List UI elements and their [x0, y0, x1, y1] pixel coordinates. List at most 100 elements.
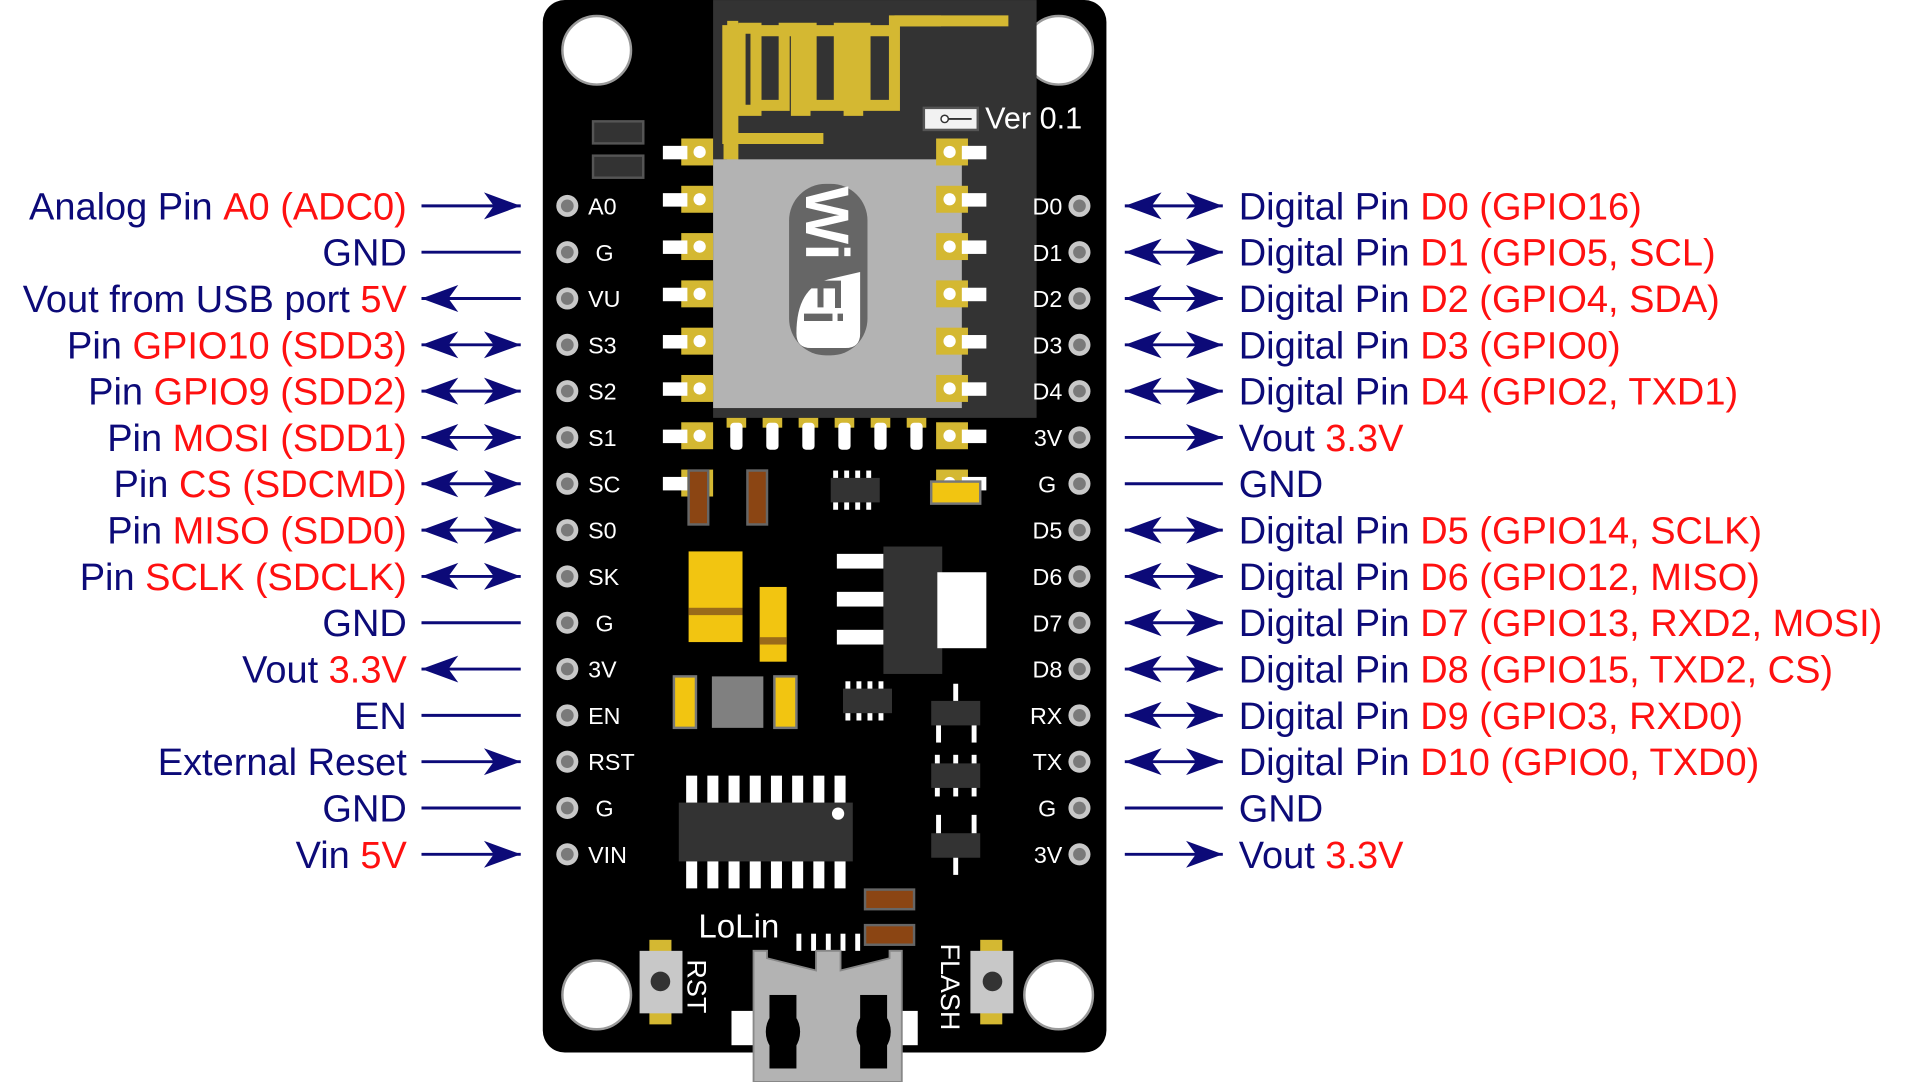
pin-description-highlight: D2 (GPIO4, SDA): [1420, 279, 1720, 321]
brand-label: LoLin: [698, 908, 779, 945]
arrow-left-icon: [1124, 192, 1162, 220]
right-pin-row: Digital Pin D1 (GPIO5, SCL): [1124, 233, 1716, 275]
arrow-left-icon: [421, 331, 459, 359]
mounting-hole-top-left: [561, 14, 633, 86]
pin-description-prefix: Pin: [80, 557, 145, 599]
pin-description-prefix: Digital Pin: [1239, 511, 1420, 553]
pcb-board: Ver 0.1 Wi Fi: [542, 0, 1107, 1082]
smd-component: [672, 675, 698, 730]
pin-description: Digital Pin D0 (GPIO16): [1239, 186, 1642, 228]
pin-description-prefix: GND: [322, 788, 406, 830]
transistor-sot23: [931, 814, 981, 875]
flash-button[interactable]: [970, 939, 1014, 1025]
pin-description-prefix: Vout: [1239, 835, 1326, 877]
pin-description-prefix: GND: [322, 603, 406, 645]
left-pin-row: Pin GPIO9 (SDD2): [88, 372, 521, 414]
pin-description-prefix: Pin: [88, 372, 153, 414]
pin-description-highlight: GPIO10 (SDD3): [132, 325, 406, 367]
pin-description-highlight: MOSI (SDD1): [173, 418, 407, 460]
pin-silkscreen-label: G: [595, 796, 613, 822]
arrow-right-icon: [1186, 655, 1223, 683]
pin-silkscreen-label: D7: [1033, 610, 1063, 636]
arrow-right-icon: [483, 377, 521, 405]
smd-capacitor: [746, 469, 769, 526]
left-pin-row: Pin GPIO10 (SDD3): [67, 325, 521, 367]
pin-description-prefix: Digital Pin: [1239, 742, 1420, 784]
pin-description-prefix: Pin: [107, 418, 172, 460]
arrow-right-icon: [483, 840, 521, 868]
pin-description-prefix: GND: [1239, 788, 1323, 830]
pin-description: Pin GPIO10 (SDD3): [67, 325, 407, 367]
pin-description-prefix: Digital Pin: [1239, 279, 1420, 321]
arrow-left-icon: [421, 470, 459, 498]
pin-description: Digital Pin D3 (GPIO0): [1239, 325, 1621, 367]
pin-description: External Reset: [158, 742, 407, 784]
pin-description-highlight: MISO (SDD0): [173, 511, 407, 553]
pin-description-prefix: Digital Pin: [1239, 233, 1420, 275]
arrow-right-icon: [1186, 516, 1223, 544]
arrow-right-icon: [1186, 748, 1223, 776]
arrow-right-icon: [1186, 609, 1223, 637]
arrow-right-icon: [483, 562, 521, 590]
right-pin-row: Vout 3.3V: [1124, 418, 1404, 460]
right-pin-row: Digital Pin D4 (GPIO2, TXD1): [1124, 372, 1738, 414]
pin-silkscreen-label: D2: [1033, 286, 1063, 312]
arrow-right-icon: [1186, 285, 1223, 312]
pin-silkscreen-label: D1: [1033, 240, 1063, 266]
arrow-right-icon: [1186, 238, 1223, 266]
pin-silkscreen-label: D3: [1033, 332, 1063, 358]
pin-description: Pin CS (SDCMD): [114, 464, 407, 506]
pin-silkscreen-label: EN: [588, 703, 620, 729]
right-pin-row: Digital Pin D3 (GPIO0): [1124, 325, 1621, 367]
arrow-left-icon: [421, 377, 459, 405]
ic-small-middle: [842, 681, 892, 721]
arrow-left-icon: [1124, 562, 1162, 590]
smd-component: [591, 154, 645, 179]
pin-silkscreen-label: D5: [1033, 518, 1063, 544]
arrow-right-icon: [1186, 701, 1223, 729]
pin-description: Digital Pin D7 (GPIO13, RXD2, MOSI): [1239, 603, 1883, 645]
arrow-left-icon: [421, 516, 459, 544]
pin-description-prefix: EN: [354, 696, 407, 738]
micro-usb-port[interactable]: [731, 933, 918, 1082]
smd-capacitor: [687, 469, 710, 526]
smd-resistor: [863, 888, 916, 911]
mounting-hole-bottom-right: [1023, 959, 1095, 1031]
pin-description-prefix: Vin: [296, 835, 361, 877]
arrow-left-icon: [1124, 701, 1162, 729]
arrow-left-icon: [1124, 609, 1162, 637]
pin-description-highlight: CS (SDCMD): [179, 464, 407, 506]
pin-description: Pin SCLK (SDCLK): [80, 557, 407, 599]
pin-description: Digital Pin D2 (GPIO4, SDA): [1239, 279, 1720, 321]
right-pin-row: Digital Pin D10 (GPIO0, TXD0): [1124, 742, 1759, 784]
pin-description-highlight: D5 (GPIO14, SCLK): [1420, 511, 1762, 553]
right-pin-row: Digital Pin D9 (GPIO3, RXD0): [1124, 696, 1743, 738]
rst-button[interactable]: [639, 939, 683, 1025]
smd-resistor: [863, 923, 916, 946]
wifi-logo: Wi Fi: [789, 183, 868, 356]
right-pin-row: Digital Pin D8 (GPIO15, TXD2, CS): [1124, 650, 1833, 692]
arrow-left-icon: [1124, 238, 1162, 266]
pin-description-highlight: D7 (GPIO13, RXD2, MOSI): [1420, 603, 1882, 645]
pin-description: GND: [322, 603, 406, 645]
pin-silkscreen-label: VU: [588, 286, 620, 312]
pin-description-highlight: A0 (ADC0): [223, 186, 407, 228]
transistor-sot23: [931, 683, 981, 743]
right-pin-row: GND: [1124, 464, 1323, 506]
arrow-right-icon: [483, 516, 521, 544]
pin-silkscreen-label: S1: [588, 425, 616, 451]
pin-description-prefix: Digital Pin: [1239, 325, 1420, 367]
pin-silkscreen-label: SK: [588, 564, 620, 590]
pin-description-prefix: Digital Pin: [1239, 696, 1420, 738]
arrow-right-icon: [483, 192, 521, 220]
pin-description-highlight: D0 (GPIO16): [1420, 186, 1642, 228]
left-pin-row: GND: [322, 233, 521, 275]
arrow-left-icon: [421, 423, 459, 451]
pin-description-prefix: Digital Pin: [1239, 372, 1420, 414]
left-pin-row: EN: [354, 696, 521, 738]
pin-description: Vout 3.3V: [1239, 418, 1404, 460]
left-pin-row: Analog Pin A0 (ADC0): [29, 186, 521, 228]
pin-description: Vout 3.3V: [1239, 835, 1404, 877]
pin-description: Vout 3.3V: [242, 650, 407, 692]
